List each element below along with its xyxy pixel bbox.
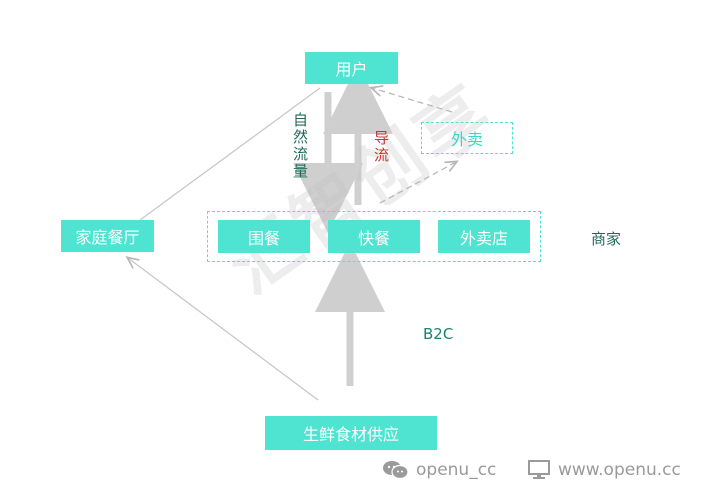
fastfood-takeout-dashed-arrow [379, 162, 456, 204]
monitor-icon [528, 460, 550, 480]
natural-traffic-label: 自然流量 [291, 112, 309, 180]
guide-traffic-label: 导流 [372, 130, 390, 164]
website-url: www.openu.cc [558, 460, 681, 480]
merchants-group-frame [207, 211, 541, 262]
family-restaurant-node: 家庭餐厅 [61, 220, 154, 252]
footer-wechat: openu_cc [382, 460, 496, 480]
user-family-line [139, 87, 321, 221]
group-meal-node: 围餐 [218, 220, 310, 253]
supply-family-arrow [128, 258, 319, 401]
takeout-user-dashed-arrow [372, 88, 453, 113]
wechat-handle: openu_cc [416, 460, 497, 480]
wechat-icon [382, 460, 410, 480]
takeout-node: 外卖 [421, 122, 513, 154]
takeout-store-node: 外卖店 [438, 220, 530, 253]
merchants-label: 商家 [591, 230, 622, 248]
user-node: 用户 [305, 52, 398, 84]
fresh-supply-node: 生鲜食材供应 [265, 416, 437, 450]
footer-website: www.openu.cc [528, 460, 681, 480]
fast-food-node: 快餐 [328, 220, 420, 253]
b2c-label: B2C [423, 325, 454, 343]
